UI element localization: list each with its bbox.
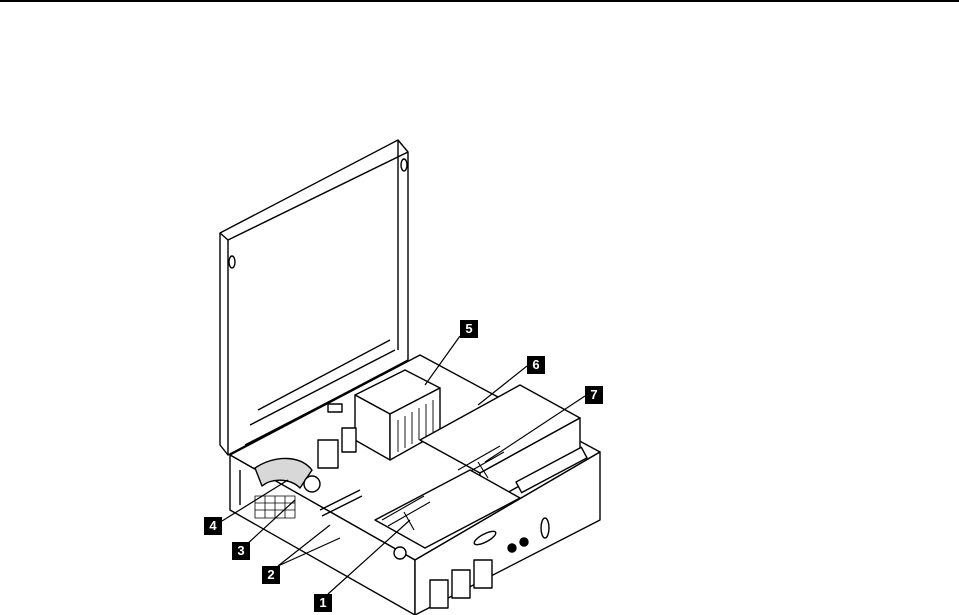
callout-7: 7 [585,386,603,404]
callout-6: 6 [527,356,545,374]
callout-5: 5 [460,320,478,338]
callout-3: 3 [232,542,250,560]
callout-2: 2 [262,566,280,584]
callout-4: 4 [204,517,222,535]
callout-1: 1 [314,594,332,612]
rear-vent-grid [255,496,295,518]
